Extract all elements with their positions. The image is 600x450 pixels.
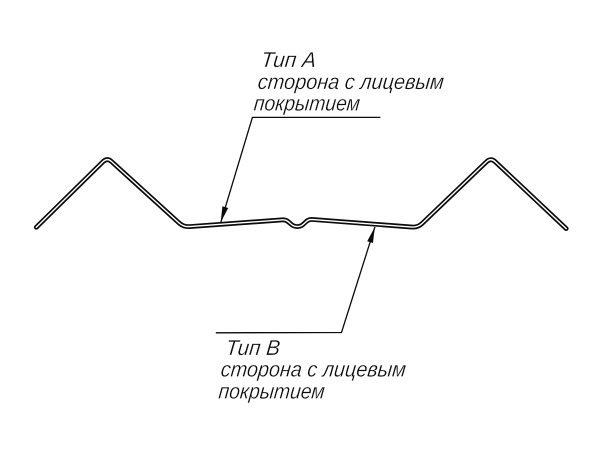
- svg-text:Тип А: Тип А: [260, 47, 318, 72]
- svg-text:покрытием: покрытием: [253, 91, 362, 116]
- svg-text:сторона с лицевым: сторона с лицевым: [257, 69, 446, 94]
- svg-text:покрытием: покрытием: [217, 378, 326, 403]
- svg-text:Тип В: Тип В: [225, 335, 282, 360]
- svg-text:сторона с лицевым: сторона с лицевым: [220, 357, 408, 382]
